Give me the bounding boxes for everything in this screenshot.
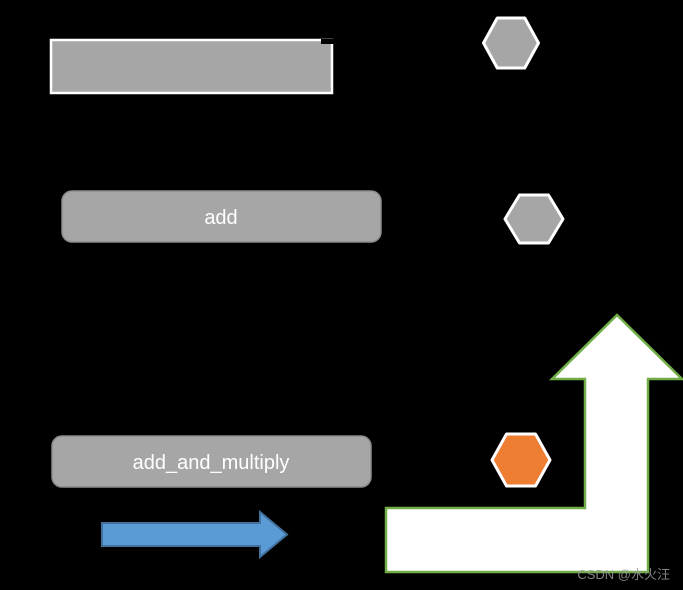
add-and-multiply-function-box — [51, 435, 372, 488]
add-and-multiply-function-label: add_and_multiply — [133, 452, 290, 474]
blue-right-arrow — [101, 509, 289, 560]
watermark: CSDN @水火汪 — [577, 567, 670, 582]
gray-hexagon-top — [482, 16, 540, 70]
gray-hexagon-middle — [503, 193, 565, 245]
white-bent-up-arrow — [384, 313, 683, 574]
orange-hexagon — [490, 432, 552, 488]
cursor-dash — [321, 39, 334, 44]
add-function-box — [61, 190, 382, 243]
empty-function-box — [49, 38, 334, 95]
add-function-label: add — [204, 207, 237, 229]
